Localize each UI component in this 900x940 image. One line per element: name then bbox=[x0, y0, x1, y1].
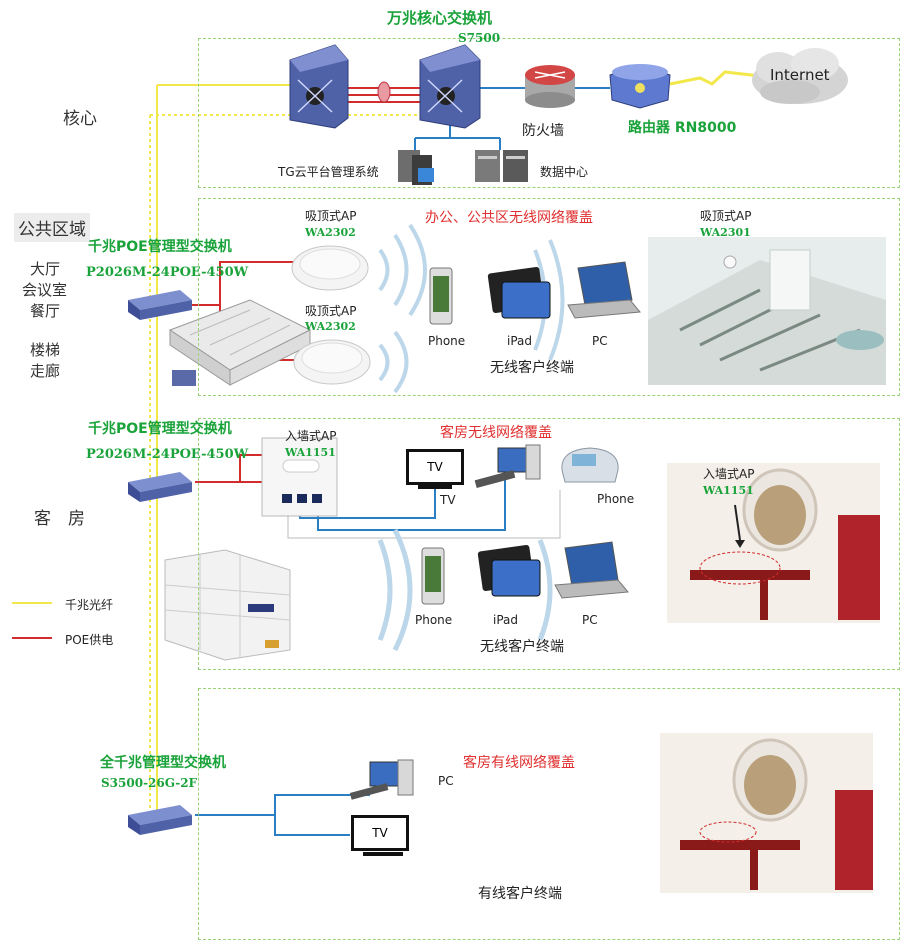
wall-ap-model: WA1151 bbox=[285, 446, 336, 459]
legend-poe-label: POE供电 bbox=[65, 633, 114, 647]
wall-ap-icon bbox=[261, 437, 338, 517]
public-ap2-model: WA2302 bbox=[305, 320, 356, 333]
core-switch-2-icon bbox=[419, 44, 481, 129]
guest-tv-label: TV bbox=[427, 460, 443, 474]
wired-switch-icon bbox=[128, 805, 192, 835]
public-ap2-label: 吸顶式AP bbox=[305, 304, 357, 318]
wired-clients-label: 有线客户终端 bbox=[478, 886, 562, 902]
guest-coverage-title: 客房无线网络覆盖 bbox=[440, 425, 552, 441]
phone-icon-guest bbox=[421, 547, 445, 605]
pc-icon-wired bbox=[349, 759, 414, 800]
public-switch-model: P2026M-24POE-450W bbox=[86, 265, 249, 280]
office-ap-model: WA2301 bbox=[700, 226, 751, 239]
ipad-icon-public bbox=[487, 266, 551, 319]
public-room-corridor: 走廊 bbox=[30, 362, 61, 380]
office-ap-label: 吸顶式AP bbox=[700, 209, 752, 223]
wired-switch-to-tv bbox=[274, 815, 350, 836]
public-device-ipad-label: iPad bbox=[507, 334, 533, 348]
guest-device-pc-label: PC bbox=[582, 613, 598, 627]
guest-switch-model: P2026M-24POE-450W bbox=[86, 447, 249, 462]
guest-clients-label: 无线客户终端 bbox=[480, 639, 564, 655]
wired-pc-label: PC bbox=[438, 774, 454, 788]
wifi-waves-public bbox=[378, 223, 427, 394]
wired-tv-label: TV bbox=[372, 826, 388, 840]
desk-phone-icon bbox=[561, 447, 619, 483]
public-device-pc-label: PC bbox=[592, 334, 608, 348]
desk-phone-label: Phone bbox=[597, 492, 635, 506]
laptop-icon-public bbox=[567, 261, 641, 319]
legend-fiber-label: 千兆光纤 bbox=[65, 598, 114, 612]
datacenter-label: 数据中心 bbox=[540, 165, 589, 179]
public-room-stairs: 楼梯 bbox=[30, 341, 61, 359]
wallap-to-phone bbox=[287, 490, 561, 539]
router-to-internet-wireless bbox=[669, 70, 761, 86]
phone-icon-public bbox=[429, 267, 453, 325]
poe-line-wall-ap bbox=[195, 454, 265, 483]
guest-tv-stand bbox=[418, 485, 452, 489]
public-ap1-model: WA2302 bbox=[305, 226, 356, 239]
cloud-mgmt-label: TG云平台管理系统 bbox=[278, 165, 379, 179]
guest-switch-title: 千兆POE管理型交换机 bbox=[88, 421, 232, 437]
firewall-label: 防火墙 bbox=[522, 123, 564, 139]
datacenter-server-icon bbox=[475, 150, 528, 182]
internet-cloud-icon bbox=[752, 48, 848, 104]
public-side-label: 公共区域 bbox=[14, 213, 90, 242]
guest-device-ipad-label: iPad bbox=[493, 613, 519, 627]
ceiling-ap-1-icon bbox=[291, 245, 369, 291]
firewall-icon bbox=[525, 65, 575, 108]
guest-side-label: 客 房 bbox=[34, 509, 85, 529]
ipad-icon-guest bbox=[477, 544, 541, 597]
poe-switch-public-icon bbox=[128, 290, 192, 320]
router-label: 路由器 RN8000 bbox=[628, 120, 737, 136]
public-ap1-label: 吸顶式AP bbox=[305, 209, 357, 223]
internet-label: Internet bbox=[770, 66, 830, 84]
core-switch-1-icon bbox=[289, 44, 349, 129]
guest-tv-icon: TV bbox=[406, 449, 464, 485]
core-side-label: 核心 bbox=[63, 109, 97, 129]
poe-line-ap1 bbox=[180, 261, 300, 306]
public-room-hall: 大厅 bbox=[30, 260, 61, 278]
room-photo-ap-model: WA1151 bbox=[703, 484, 754, 497]
guest-room-photo-1-image bbox=[667, 463, 880, 623]
wired-tv-stand bbox=[363, 852, 403, 856]
wired-coverage-title: 客房有线网络覆盖 bbox=[463, 755, 575, 771]
wired-switch-model: S3500-26G-2F bbox=[101, 776, 198, 790]
office-photo-image bbox=[648, 237, 886, 385]
guest-device-phone-label: Phone bbox=[415, 613, 453, 627]
public-floorplan-image bbox=[168, 299, 312, 386]
public-switch-title: 千兆POE管理型交换机 bbox=[88, 239, 232, 255]
core-switch-model: S7500 bbox=[458, 31, 501, 45]
link-aggregation-marker bbox=[377, 81, 391, 103]
guest-tv-under-label: TV bbox=[440, 493, 456, 507]
wallap-to-pc bbox=[317, 480, 506, 531]
pc-icon-guest bbox=[474, 444, 541, 489]
hotel-rooms-image bbox=[164, 549, 291, 661]
public-room-meeting: 会议室 bbox=[22, 281, 68, 299]
router-icon bbox=[609, 64, 671, 109]
guest-room-photo-2-image bbox=[660, 733, 873, 893]
core-switch-title: 万兆核心交换机 bbox=[387, 9, 493, 27]
public-room-dining: 餐厅 bbox=[30, 302, 61, 320]
wired-switch-to-pc bbox=[195, 794, 370, 816]
wired-tv-icon: TV bbox=[351, 815, 409, 851]
laptop-icon-guest bbox=[554, 541, 629, 599]
wifi-waves-guest bbox=[377, 528, 553, 652]
poe-switch-guest-icon bbox=[128, 472, 192, 502]
public-clients-label: 无线客户终端 bbox=[490, 360, 574, 376]
room-photo-ap-label: 入墙式AP bbox=[703, 467, 755, 481]
wall-ap-label: 入墙式AP bbox=[285, 429, 337, 443]
public-coverage-title: 办公、公共区无线网络覆盖 bbox=[425, 210, 593, 226]
wired-switch-title: 全千兆管理型交换机 bbox=[100, 755, 226, 771]
cloud-mgmt-server-icon bbox=[398, 150, 434, 185]
ceiling-ap-2-icon bbox=[293, 339, 371, 385]
public-device-phone-label: Phone bbox=[428, 334, 466, 348]
